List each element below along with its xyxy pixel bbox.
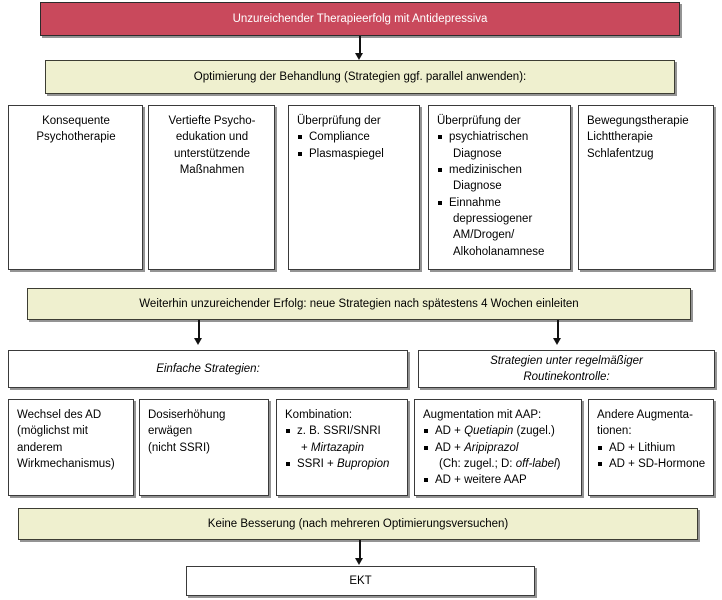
box-psychoedukation-line-1: Vertiefte Psycho- [168,115,256,127]
header-einfache-strategien: Einfache Strategien: [8,350,408,388]
box-dosiserhoehung-line-2: erwägen [148,425,193,438]
list-item: psychiatrischen [437,129,563,145]
banner-optimization: Optimierung der Behandlung (Strategien g… [45,60,675,94]
box-bewegungstherapie-line-2: Lichttherapie [587,131,653,144]
connector-top-to-optimization [359,36,361,55]
box-konsequente-psychotherapie-line-2: Psychotherapie [36,131,116,144]
aap-item-2-drug: Aripiprazol [464,441,519,454]
box-wechsel-des-ad: Wechsel des AD (möglichst mit anderem Wi… [8,399,134,496]
connector-no-improvement-to-ekt [359,540,361,560]
box-augmentation-aap-list: AD + Quetiapin (zugel.) AD + Aripiprazol… [423,423,574,488]
box-andere-augmentationen-list: AD + Lithium AD + SD-Hormone [597,440,706,473]
box-psychoedukation: Vertiefte Psycho- edukation und unterstü… [148,105,275,270]
box-ueberpruefung-compliance-head: Überprüfung der [297,115,381,127]
arrowhead-further-to-simple [194,338,202,345]
arrowhead-top-to-optimization [355,53,363,60]
box-konsequente-psychotherapie: Konsequente Psychotherapie [8,105,143,270]
aap-item-2-note-prefix: (Ch: zugel.; D: [439,457,516,470]
banner-insufficient-response: Unzureichender Therapieerfolg mit Antide… [40,2,680,36]
list-item-cont: + Mirtazapin [285,440,400,456]
box-konsequente-psychotherapie-line-1: Konsequente [42,115,110,127]
kombination-item-2-drug: Bupropion [336,457,390,470]
kombination-item-1-text: z. B. SSRI/SNRI [297,425,381,438]
box-wechsel-des-ad-line-1: Wechsel des AD [17,409,102,421]
list-item: Compliance [297,129,412,145]
box-bewegungstherapie-line-3: Schlafentzug [587,147,654,160]
aap-item-2-note-suffix: ) [556,457,561,470]
list-item: AD + weitere AAP [423,472,574,488]
list-item-cont: AM/Drogen/ [453,229,515,242]
list-item: z. B. SSRI/SNRI [285,423,400,439]
kombination-item-1-plus: + [301,441,311,454]
list-item: Einnahme [437,195,563,211]
aap-item-1-suffix: (zugel.) [513,425,555,438]
box-ueberpruefung-diagnose-head: Überprüfung der [437,115,521,127]
header-strategien-routinekontrolle-line-2: Routinekontrolle: [523,371,610,383]
box-ueberpruefung-diagnose-list: psychiatrischen Diagnose medizinischen D… [437,129,563,260]
list-item-cont: (Ch: zugel.; D: off-label) [423,456,574,472]
header-strategien-routinekontrolle: Strategien unter regelmäßiger Routinekon… [418,350,715,388]
box-kombination-list: z. B. SSRI/SNRI + Mirtazapin SSRI + Bupr… [285,423,400,472]
aap-item-1-prefix: AD + [435,425,465,438]
list-item: SSRI + Bupropion [285,456,400,472]
list-item-cont: depressiogener [453,212,533,225]
aap-item-2-note-italic: off-label [515,457,557,470]
box-andere-augmentationen-head-2: tionen: [597,425,632,438]
list-item: AD + SD-Hormone [597,456,706,472]
box-kombination: Kombination: z. B. SSRI/SNRI + Mirtazapi… [276,399,408,496]
banner-insufficient-response-label: Unzureichender Therapieerfolg mit Antide… [232,12,488,25]
box-bewegungstherapie: Bewegungstherapie Lichttherapie Schlafen… [578,105,714,270]
box-andere-augmentationen: Andere Augmenta- tionen: AD + Lithium AD… [588,399,714,496]
list-item-cont: Diagnose [453,180,502,193]
box-ueberpruefung-compliance: Überprüfung der Compliance Plasmaspiegel [288,105,420,270]
box-wechsel-des-ad-line-3: anderem [17,441,63,454]
header-strategien-routinekontrolle-line-1: Strategien unter regelmäßiger [490,354,643,367]
banner-further-insufficient: Weiterhin unzureichender Erfolg: neue St… [27,288,691,320]
aap-item-1-drug: Quetiapin [464,425,514,438]
kombination-item-1-drug: Mirtazapin [310,441,364,454]
box-bewegungstherapie-line-1: Bewegungstherapie [587,115,689,127]
box-dosiserhoehung: Dosiserhöhung erwägen (nicht SSRI) [139,399,269,496]
arrowhead-further-to-routine [553,338,561,345]
header-einfache-strategien-label: Einfache Strategien: [156,362,260,375]
banner-no-improvement-label: Keine Besserung (nach mehreren Optimieru… [207,517,509,530]
box-ueberpruefung-compliance-list: Compliance Plasmaspiegel [297,129,412,162]
list-item: medizinischen [437,162,563,178]
box-augmentation-aap: Augmentation mit AAP: AD + Quetiapin (zu… [414,399,582,496]
box-andere-augmentationen-head-1: Andere Augmenta- [597,409,693,421]
list-item: AD + Quetiapin (zugel.) [423,423,574,439]
connector-further-to-simple [198,320,200,340]
list-item: AD + Lithium [597,440,706,456]
list-item: AD + Aripiprazol [423,440,574,456]
connector-further-to-routine [557,320,559,340]
list-item-cont: Alkoholanamnese [453,245,545,258]
box-psychoedukation-line-4: Maßnahmen [179,163,245,176]
box-dosiserhoehung-line-3: (nicht SSRI) [148,441,210,454]
box-wechsel-des-ad-line-2: (möglichst mit [17,425,88,438]
box-ueberpruefung-diagnose: Überprüfung der psychiatrischen Diagnose… [428,105,571,270]
banner-further-insufficient-label: Weiterhin unzureichender Erfolg: neue St… [139,297,579,310]
box-dosiserhoehung-line-1: Dosiserhöhung [148,409,226,421]
box-ekt-label: EKT [349,574,372,587]
box-wechsel-des-ad-line-4: Wirkmechanismus) [17,457,115,470]
box-psychoedukation-line-3: unterstützende [173,147,251,160]
banner-no-improvement: Keine Besserung (nach mehreren Optimieru… [18,508,698,540]
list-item-cont: Diagnose [453,147,502,160]
arrowhead-no-improvement-to-ekt [355,558,363,565]
box-kombination-head: Kombination: [285,409,353,421]
box-ekt: EKT [186,566,535,596]
list-item: Plasmaspiegel [297,146,412,162]
kombination-item-2-prefix: SSRI + [297,457,337,470]
aap-item-2-prefix: AD + [435,441,465,454]
banner-optimization-label: Optimierung der Behandlung (Strategien g… [193,70,527,83]
box-augmentation-aap-head: Augmentation mit AAP: [423,409,542,421]
box-psychoedukation-line-2: edukation und [175,131,249,144]
